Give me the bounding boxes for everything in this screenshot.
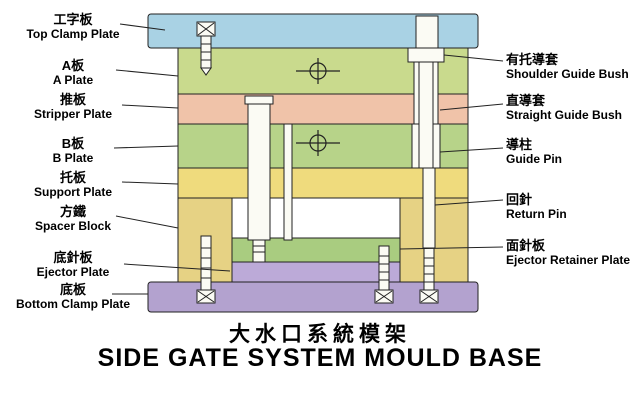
label-top-clamp-plate: 工字板 Top Clamp Plate (2, 12, 144, 41)
label-en: Shoulder Guide Bush (506, 67, 629, 82)
cap-screw-bottom-left (196, 235, 216, 304)
diagram-title-english: SIDE GATE SYSTEM MOULD BASE (97, 344, 543, 372)
label-straight-guide-bush: 直導套 Straight Guide Bush (506, 93, 622, 122)
label-zh: 直導套 (506, 93, 546, 108)
cap-screw-bottom-right (419, 247, 439, 304)
label-en: Ejector Plate (36, 265, 110, 280)
guide-pin-head (415, 15, 439, 49)
label-zh: 推板 (59, 92, 86, 107)
label-zh: 方鐵 (59, 204, 86, 219)
guide-pin (418, 61, 434, 169)
label-en: Bottom Clamp Plate (15, 297, 130, 312)
crosshair-symbols (296, 58, 340, 156)
label-en: Stripper Plate (33, 107, 113, 122)
label-en: Top Clamp Plate (26, 27, 120, 42)
pillar-cap (244, 95, 274, 105)
label-en: Straight Guide Bush (506, 108, 623, 123)
crosshair-icon (296, 130, 340, 156)
label-zh: 托板 (59, 170, 86, 185)
thin-pin (283, 123, 293, 241)
label-return-pin: 回針 Return Pin (506, 192, 567, 221)
label-en: Guide Pin (506, 152, 563, 167)
label-zh: 導柱 (506, 137, 533, 152)
crosshair-icon (296, 58, 340, 84)
label-zh: 有托導套 (506, 52, 559, 67)
label-en: Support Plate (33, 185, 112, 200)
label-zh: B板 (61, 136, 85, 151)
label-en: Spacer Block (34, 219, 112, 234)
label-zh: 回針 (506, 192, 533, 207)
label-en: A Plate (52, 73, 94, 88)
label-zh: 底板 (59, 282, 86, 297)
guide-bush-assembly (407, 15, 445, 249)
label-ejector-plate: 底針板 Ejector Plate (2, 250, 144, 279)
ejector-plate (231, 261, 401, 283)
support-plate (177, 167, 469, 199)
return-pin (422, 167, 436, 249)
label-zh: A板 (61, 58, 85, 73)
label-ejector-retainer-plate: 面針板 Ejector Retainer Plate (506, 238, 630, 267)
label-zh: 底針板 (53, 250, 93, 265)
label-zh: 面針板 (506, 238, 546, 253)
shoulder-guide-bush-flange (407, 47, 445, 63)
label-spacer-block: 方鐵 Spacer Block (2, 204, 144, 233)
label-en: Return Pin (506, 207, 567, 222)
leader-lines (112, 23, 504, 295)
diagram-title-chinese: 大水口系統模架 (229, 323, 411, 346)
label-b-plate: B板 B Plate (2, 136, 144, 165)
pillar-end (252, 239, 266, 263)
label-en: B Plate (52, 151, 94, 166)
cap-screw-bottom-middle (374, 245, 394, 304)
label-stripper-plate: 推板 Stripper Plate (2, 92, 144, 121)
cap-screws (196, 21, 439, 304)
label-guide-pin: 導柱 Guide Pin (506, 137, 562, 166)
bottom-clamp-plate (147, 281, 479, 313)
label-en: Ejector Retainer Plate (506, 253, 631, 268)
label-a-plate: A板 A Plate (2, 58, 144, 87)
label-zh: 工字板 (53, 12, 93, 27)
label-bottom-clamp-plate: 底板 Bottom Clamp Plate (2, 282, 144, 311)
center-pillar (247, 103, 271, 241)
label-support-plate: 托板 Support Plate (2, 170, 144, 199)
center-pillar-assembly (244, 95, 293, 263)
cap-screw-top (196, 21, 216, 76)
label-shoulder-guide-bush: 有托導套 Shoulder Guide Bush (506, 52, 629, 81)
